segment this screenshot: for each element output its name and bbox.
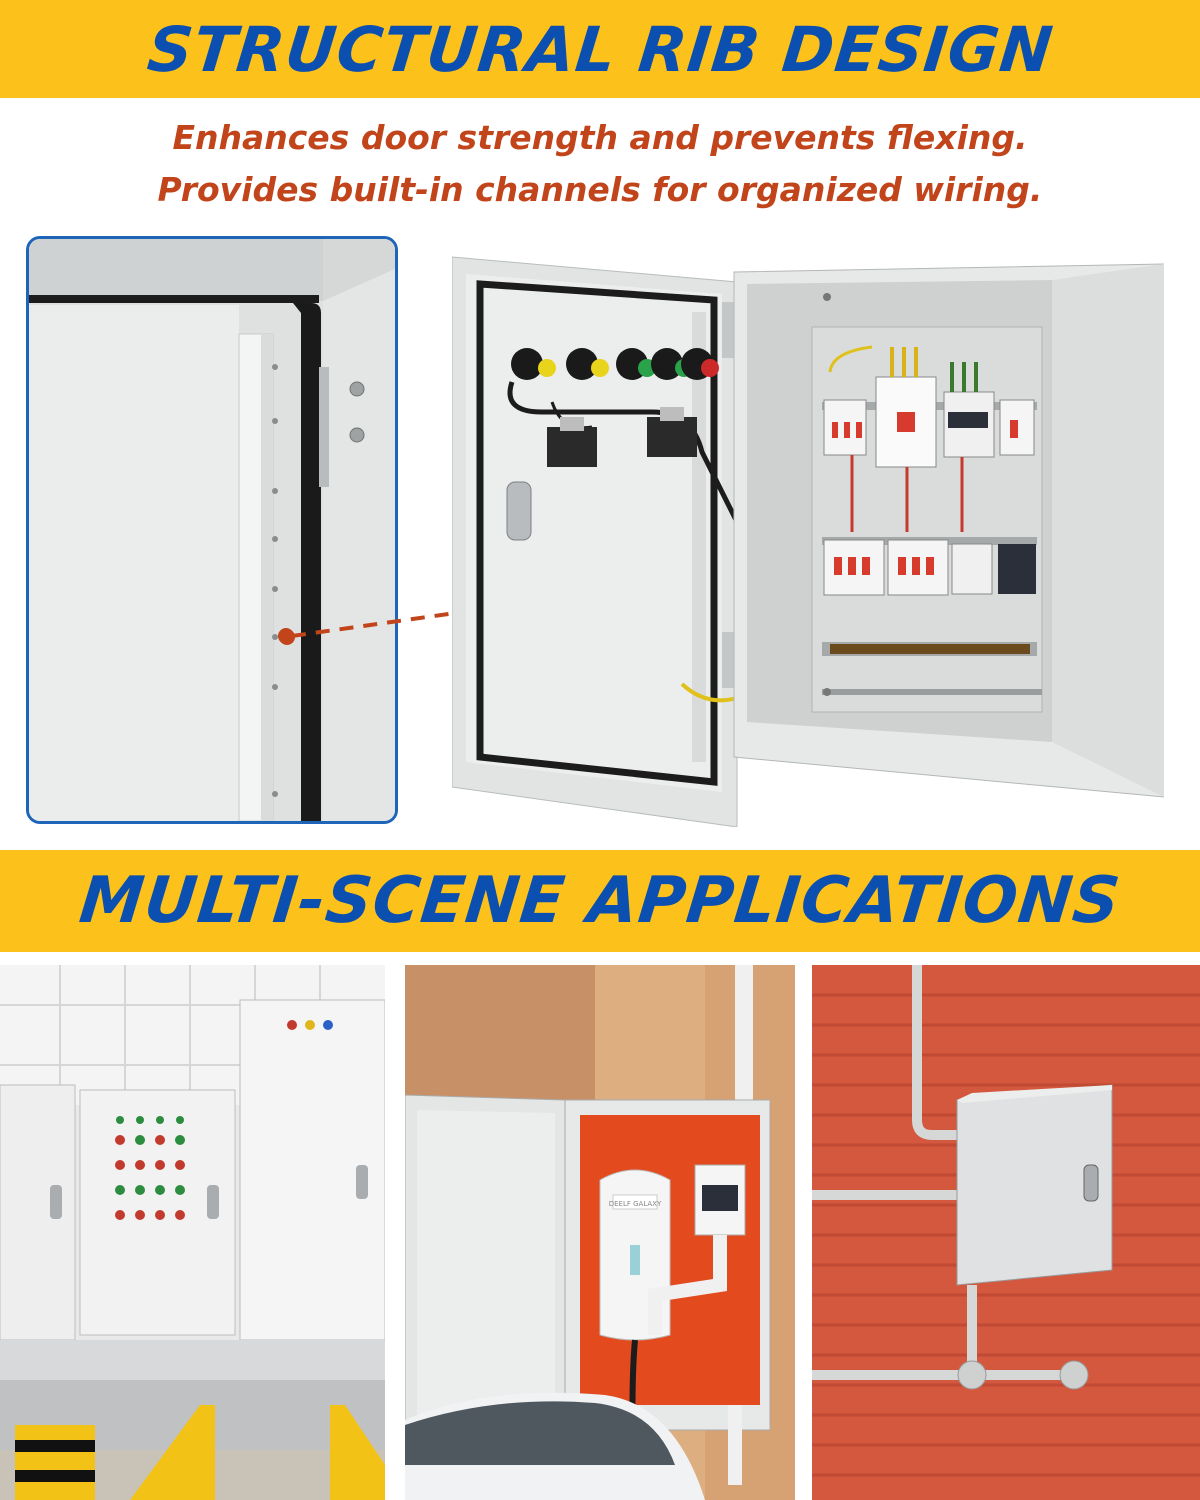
door-rib-closeup-image [26, 236, 398, 824]
ev-charger-illustration: DEELF GALAXY [405, 965, 795, 1500]
charger-brand-text: DEELF GALAXY [609, 1200, 662, 1208]
subtitle-line-2: Provides built-in channels for organized… [157, 170, 1043, 209]
open-enclosure-image [451, 252, 1165, 831]
top-banner: STRUCTURAL RIB DESIGN [0, 0, 1200, 98]
factory-scene-image [0, 965, 385, 1500]
subtitle-line-1: Enhances door strength and prevents flex… [172, 118, 1028, 157]
brick-wall-illustration [812, 965, 1200, 1500]
applications-banner: MULTI-SCENE APPLICATIONS [0, 850, 1200, 952]
section-title: MULTI-SCENE APPLICATIONS [76, 864, 1124, 938]
closeup-illustration [29, 239, 395, 821]
factory-illustration [0, 965, 385, 1500]
ev-charger-scene-image: DEELF GALAXY [405, 965, 795, 1500]
enclosure-illustration [451, 256, 1165, 828]
brick-wall-scene-image [812, 965, 1200, 1500]
